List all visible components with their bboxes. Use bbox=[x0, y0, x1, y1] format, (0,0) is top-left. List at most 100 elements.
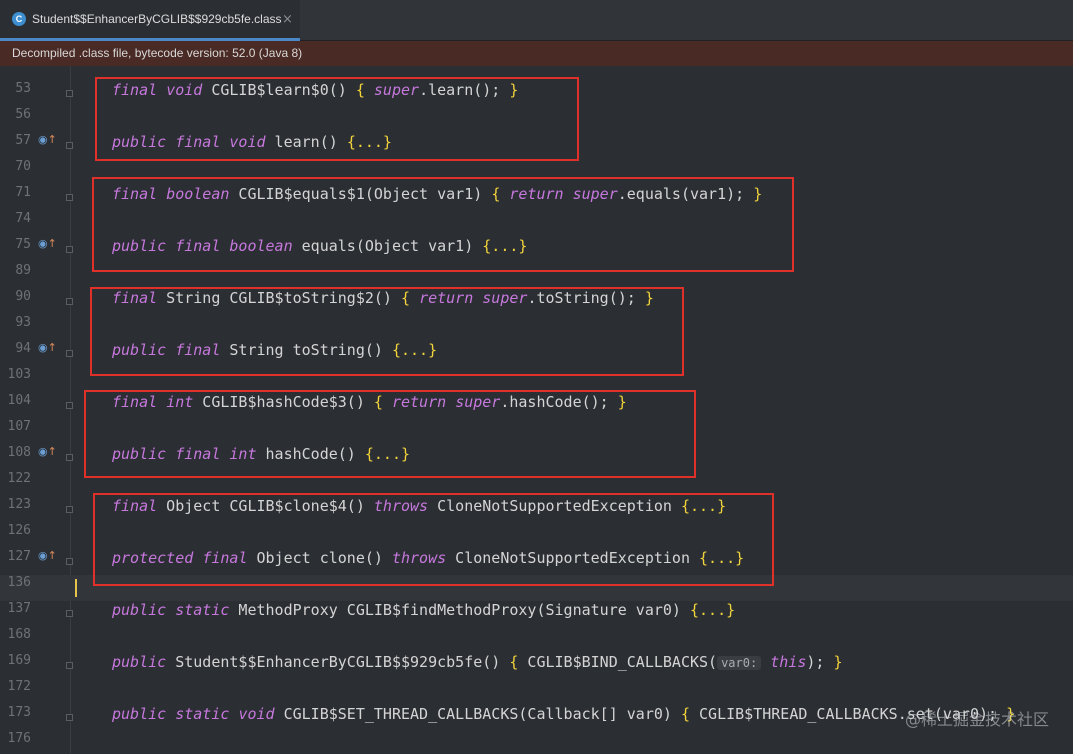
line-number: 75 bbox=[15, 237, 31, 252]
override-marker-icon[interactable]: ◉↑ bbox=[38, 549, 57, 562]
code-line[interactable]: 103 bbox=[0, 367, 1073, 393]
code-text: public final int hashCode() {...} bbox=[112, 445, 410, 463]
editor-tab-bar: C Student$$EnhancerByCGLIB$$929cb5fe.cla… bbox=[0, 0, 1073, 41]
line-number: 176 bbox=[7, 731, 31, 746]
code-line[interactable]: 93 bbox=[0, 315, 1073, 341]
override-marker-icon[interactable]: ◉↑ bbox=[38, 341, 57, 354]
code-text: final String CGLIB$toString$2() { return… bbox=[112, 289, 654, 307]
line-number: 57 bbox=[15, 133, 31, 148]
keyword-token: this bbox=[770, 653, 807, 671]
line-number: 74 bbox=[15, 211, 31, 226]
code-line[interactable]: 127◉↑protected final Object clone() thro… bbox=[0, 549, 1073, 575]
tab-file[interactable]: C Student$$EnhancerByCGLIB$$929cb5fe.cla… bbox=[0, 0, 300, 41]
fold-marker-icon[interactable] bbox=[66, 246, 73, 253]
line-number: 71 bbox=[15, 185, 31, 200]
brace-token: {...} bbox=[680, 497, 727, 515]
code-line[interactable]: 168 bbox=[0, 627, 1073, 653]
override-marker-icon[interactable]: ◉↑ bbox=[38, 445, 57, 458]
code-token: Object clone() bbox=[247, 549, 392, 567]
text-cursor bbox=[75, 579, 77, 597]
highlight-box-equals bbox=[92, 177, 794, 272]
tab-title: Student$$EnhancerByCGLIB$$929cb5fe.class bbox=[32, 12, 282, 26]
highlight-box-learn bbox=[95, 77, 579, 161]
fold-marker-icon[interactable] bbox=[66, 506, 73, 513]
code-line[interactable]: 75◉↑public final boolean equals(Object v… bbox=[0, 237, 1073, 263]
code-text: public final void learn() {...} bbox=[112, 133, 392, 151]
code-token: CGLIB$learn$0() bbox=[202, 81, 356, 99]
brace-token: {...} bbox=[364, 445, 411, 463]
code-line[interactable]: 107 bbox=[0, 419, 1073, 445]
fold-marker-icon[interactable] bbox=[66, 350, 73, 357]
fold-marker-icon[interactable] bbox=[66, 662, 73, 669]
fold-marker-icon[interactable] bbox=[66, 610, 73, 617]
line-number: 90 bbox=[15, 289, 31, 304]
code-line[interactable]: 94◉↑public final String toString() {...} bbox=[0, 341, 1073, 367]
fold-marker-icon[interactable] bbox=[66, 298, 73, 305]
fold-marker-icon[interactable] bbox=[66, 454, 73, 461]
code-line[interactable]: 136 bbox=[0, 575, 1073, 601]
code-text: public static MethodProxy CGLIB$findMeth… bbox=[112, 601, 735, 619]
keyword-token: super bbox=[572, 185, 618, 203]
code-line[interactable]: 74 bbox=[0, 211, 1073, 237]
fold-marker-icon[interactable] bbox=[66, 90, 73, 97]
brace-token: {...} bbox=[391, 341, 438, 359]
keyword-token: public bbox=[112, 705, 167, 723]
line-number: 173 bbox=[7, 705, 31, 720]
line-number: 122 bbox=[7, 471, 31, 486]
code-line[interactable]: 70 bbox=[0, 159, 1073, 185]
fold-marker-icon[interactable] bbox=[66, 558, 73, 565]
fold-marker-icon[interactable] bbox=[66, 142, 73, 149]
code-line[interactable]: 172 bbox=[0, 679, 1073, 705]
line-number: 89 bbox=[15, 263, 31, 278]
code-line[interactable]: 126 bbox=[0, 523, 1073, 549]
code-line[interactable]: 57 ◉↑ public final void learn() {...} bbox=[0, 133, 1073, 159]
code-token: String toString() bbox=[220, 341, 392, 359]
code-token: CGLIB$BIND_CALLBACKS( bbox=[518, 653, 718, 671]
code-token: .learn(); bbox=[419, 81, 510, 99]
fold-marker-icon[interactable] bbox=[66, 714, 73, 721]
keyword-token: public bbox=[112, 445, 167, 463]
code-line[interactable]: 56 bbox=[0, 107, 1073, 133]
code-line[interactable]: 89 bbox=[0, 263, 1073, 289]
override-marker-icon[interactable]: ◉↑ bbox=[38, 237, 57, 250]
line-number: 94 bbox=[15, 341, 31, 356]
keyword-token: int bbox=[229, 445, 257, 463]
code-text: protected final Object clone() throws Cl… bbox=[112, 549, 744, 567]
highlight-box-clone bbox=[93, 493, 774, 586]
code-line[interactable]: 176 bbox=[0, 731, 1073, 754]
code-line[interactable]: 90 final String CGLIB$toString$2() { retu… bbox=[0, 289, 1073, 315]
code-line[interactable]: 104 final int CGLIB$hashCode$3() { return… bbox=[0, 393, 1073, 419]
keyword-token: public bbox=[112, 237, 167, 255]
brace-token: } bbox=[644, 289, 654, 307]
code-line[interactable]: 122 bbox=[0, 471, 1073, 497]
brace-token: {...} bbox=[482, 237, 528, 255]
code-token bbox=[166, 705, 175, 723]
code-token: CloneNotSupportedException bbox=[428, 497, 681, 515]
line-number: 104 bbox=[7, 393, 31, 408]
code-token: CGLIB$SET_THREAD_CALLBACKS(Callback[] va… bbox=[274, 705, 681, 723]
code-line[interactable]: 108◉↑public final int hashCode() {...} bbox=[0, 445, 1073, 471]
fold-marker-icon[interactable] bbox=[66, 402, 73, 409]
code-token: .hashCode(); bbox=[500, 393, 618, 411]
keyword-token: final bbox=[175, 445, 221, 463]
brace-token: } bbox=[833, 653, 843, 671]
code-text: final int CGLIB$hashCode$3() { return su… bbox=[112, 393, 627, 411]
line-number: 123 bbox=[7, 497, 31, 512]
brace-token: {...} bbox=[689, 601, 736, 619]
keyword-token: throws bbox=[391, 549, 447, 567]
keyword-token: void bbox=[166, 81, 203, 99]
line-number: 126 bbox=[7, 523, 31, 538]
keyword-token: static bbox=[175, 705, 230, 723]
fold-marker-icon[interactable] bbox=[66, 194, 73, 201]
override-marker-icon[interactable]: ◉↑ bbox=[38, 133, 57, 146]
line-number: 107 bbox=[7, 419, 31, 434]
brace-token: {...} bbox=[346, 133, 392, 151]
close-icon[interactable]: × bbox=[282, 12, 293, 27]
